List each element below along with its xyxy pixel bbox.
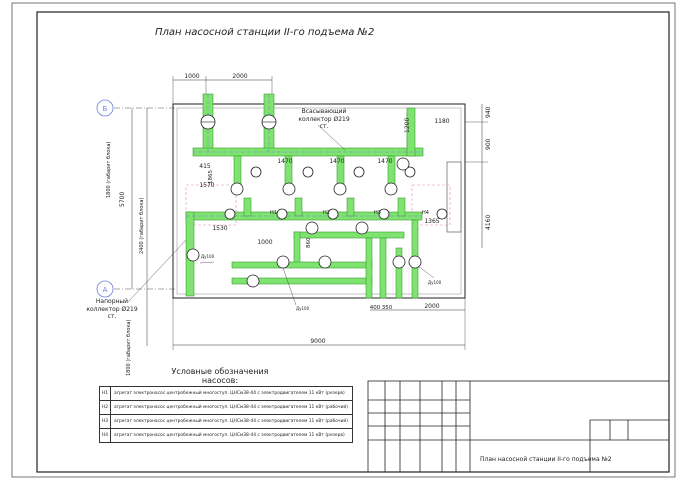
dim-bottom-350: 350 bbox=[382, 305, 393, 311]
dim-right-940: 940 bbox=[485, 106, 492, 118]
pump-h4-label: Н4 bbox=[422, 210, 429, 216]
dim-860: 860 bbox=[306, 237, 312, 248]
dn100-label-a: Ду100 bbox=[201, 254, 215, 259]
pump-h1-label: Н1 bbox=[270, 210, 277, 216]
dim-left-1800-top-text: 1800 (габарит блока) bbox=[106, 142, 112, 198]
dim-bottom-400: 400 bbox=[370, 305, 381, 311]
dashed-zone-right bbox=[411, 184, 451, 226]
dim-1865: 1865 bbox=[208, 170, 214, 184]
legend-text: агрегат электронасос центробежный многос… bbox=[110, 428, 353, 443]
pressure-collector-label: Напорный коллектор Ø219 ст. bbox=[86, 298, 138, 320]
door-right bbox=[446, 161, 462, 233]
dn100-label-b: Ду100 bbox=[296, 306, 310, 311]
plan-title: План насосной станции II-го подъема №2 bbox=[155, 27, 375, 38]
dim-left-1800-bottom-text: 1800 (габарит блока) bbox=[126, 320, 132, 376]
dim-left-2400-text: 2400 (габарит блока) bbox=[139, 198, 145, 254]
dashed-zone-left bbox=[185, 184, 237, 226]
suction-valves bbox=[200, 114, 277, 130]
dim-bottom-2000-text: 2000 bbox=[424, 303, 439, 310]
dim-1530: 1530 bbox=[212, 225, 227, 232]
building-outline bbox=[172, 103, 466, 299]
pump-units bbox=[224, 166, 416, 220]
legend-title-line2: насосов: bbox=[201, 376, 239, 385]
dim-top-2: 2000 bbox=[232, 73, 247, 80]
axis-a-bubble bbox=[96, 280, 114, 298]
dim-right-1365: 1365 bbox=[424, 218, 439, 225]
axis-b-label: Б bbox=[103, 105, 108, 113]
suction-collector-label: Всасывающий коллектор Ø219 ст. bbox=[298, 108, 350, 130]
suction-collector-riser bbox=[406, 107, 416, 157]
leader-lines bbox=[127, 124, 435, 306]
outer-frame bbox=[11, 2, 676, 478]
legend-table: Н1 агрегат электронасос центробежный мно… bbox=[99, 386, 353, 443]
pump-h4-motor bbox=[384, 182, 398, 196]
dim-415: 415 bbox=[199, 163, 211, 170]
legend-code: Н4 bbox=[99, 428, 111, 443]
dim-1000-mid: 1000 bbox=[257, 239, 272, 246]
legend-row: Н4 агрегат электронасос центробежный мно… bbox=[99, 428, 353, 443]
dim-1470-b: 1470 bbox=[329, 158, 344, 165]
dim-right-1: 1180 bbox=[434, 118, 449, 125]
dim-right-4160: 4160 bbox=[485, 215, 492, 230]
dn100-label-c: Ду100 bbox=[428, 280, 442, 285]
dim-top-1: 1000 bbox=[184, 73, 199, 80]
pump-h2-label: Н2 bbox=[323, 210, 330, 216]
lower-valves bbox=[186, 157, 448, 288]
axis-a-label: А bbox=[103, 286, 108, 294]
axis-b-bubble bbox=[96, 99, 114, 117]
dim-1470-a: 1470 bbox=[277, 158, 292, 165]
pump-h3-label: Н3 bbox=[374, 210, 381, 216]
legend-title-line1: Условные обозначения bbox=[171, 367, 269, 376]
dim-left-5700-text: 5700 bbox=[119, 192, 126, 207]
inner-frame bbox=[36, 11, 670, 473]
pump-h1-motor bbox=[230, 182, 244, 196]
dim-right-2: 1200 bbox=[404, 118, 411, 133]
dim-bottom-9000-text: 9000 bbox=[310, 338, 325, 345]
dim-right-900: 900 bbox=[485, 138, 492, 150]
title-block-name: План насосной станции II-го подъема №2 bbox=[480, 456, 612, 463]
pump-h3-motor bbox=[333, 182, 347, 196]
dim-1470-c: 1470 bbox=[377, 158, 392, 165]
pump-h2-motor bbox=[282, 182, 296, 196]
legend-title: Условные обозначения насосов: bbox=[150, 367, 290, 385]
dim-1570: 1570 bbox=[199, 182, 214, 189]
